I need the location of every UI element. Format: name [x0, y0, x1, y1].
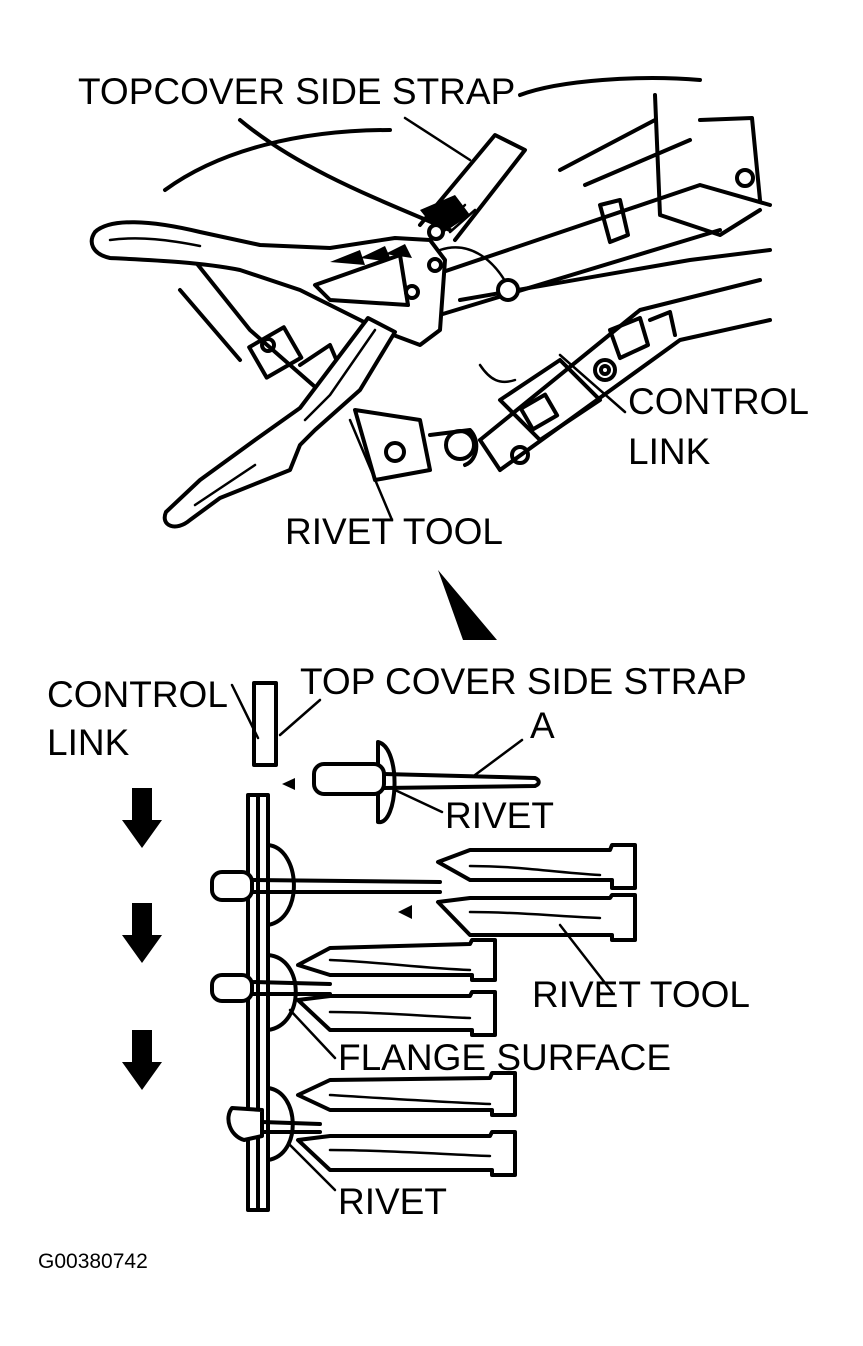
step-arrow-1	[122, 788, 162, 848]
label-control-link-lower-2: LINK	[47, 722, 130, 763]
lower-rivet-steps-illustration	[122, 681, 637, 1212]
label-flange-surface: FLANGE SURFACE	[338, 1037, 672, 1078]
view-pointer-arrow	[438, 570, 497, 640]
step-arrow-3	[122, 1030, 162, 1090]
label-rivet-tool-upper: RIVET TOOL	[285, 511, 503, 552]
label-rivet-upper: RIVET	[445, 795, 554, 836]
label-point-a: A	[530, 705, 555, 746]
label-top-cover-side-strap: TOP COVER SIDE STRAP	[300, 661, 747, 702]
label-control-link-upper-1: CONTROL	[628, 381, 809, 422]
label-rivet-lower: RIVET	[338, 1181, 447, 1222]
label-rivet-tool-lower: RIVET TOOL	[532, 974, 750, 1015]
label-control-link-lower-1: CONTROL	[47, 674, 228, 715]
label-control-link-upper-2: LINK	[628, 431, 711, 472]
figure-code: G00380742	[38, 1250, 148, 1273]
label-topcover-side-strap: TOPCOVER SIDE STRAP	[78, 71, 516, 112]
step-arrow-2	[122, 903, 162, 963]
upper-assembly-illustration	[89, 76, 772, 529]
